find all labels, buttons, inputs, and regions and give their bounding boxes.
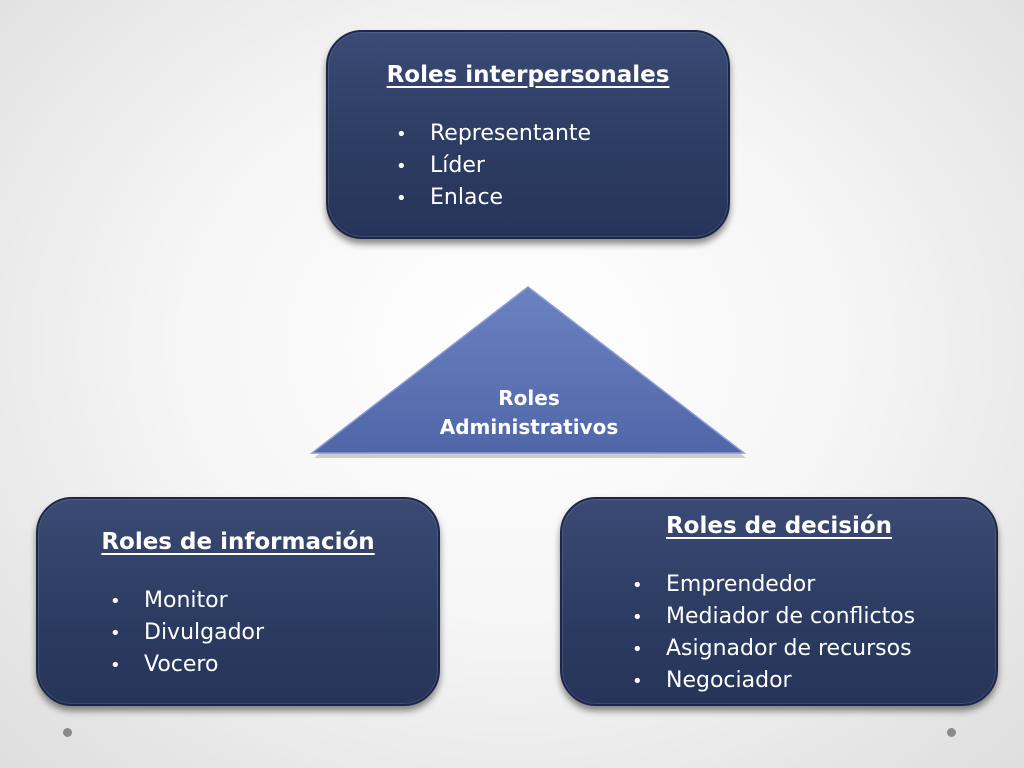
bullet-icon: • — [396, 124, 407, 145]
bullet-icon: • — [396, 156, 407, 177]
list-item: •Vocero — [110, 649, 438, 681]
information-roles-title: Roles de información — [101, 529, 375, 555]
list-item: •Monitor — [110, 585, 438, 617]
bullet-icon: • — [632, 671, 643, 692]
list-item: •Emprendedor — [632, 569, 996, 601]
bullet-icon: • — [110, 655, 121, 676]
decision-roles-box: Roles de decisión •Emprendedor •Mediador… — [560, 497, 998, 706]
administrative-roles-label: Roles Administrativos — [439, 386, 619, 439]
information-roles-list: •Monitor •Divulgador •Vocero — [38, 585, 438, 681]
list-item: •Enlace — [396, 182, 728, 214]
list-item: •Asignador de recursos — [632, 633, 996, 665]
bullet-icon: • — [632, 575, 643, 596]
list-item: •Representante — [396, 118, 728, 150]
list-item: •Negociador — [632, 665, 996, 697]
bullet-icon: • — [110, 623, 121, 644]
list-item: •Divulgador — [110, 617, 438, 649]
corner-dot-right — [947, 728, 956, 737]
list-item: •Líder — [396, 150, 728, 182]
list-item: •Mediador de conflictos — [632, 601, 996, 633]
administrative-roles-triangle — [309, 286, 747, 458]
bullet-icon: • — [632, 607, 643, 628]
decision-roles-list: •Emprendedor •Mediador de conflictos •As… — [562, 569, 996, 697]
bullet-icon: • — [632, 639, 643, 660]
bullet-icon: • — [396, 188, 407, 209]
decision-roles-title: Roles de decisión — [665, 513, 893, 539]
corner-dot-left — [63, 728, 72, 737]
information-roles-box: Roles de información •Monitor •Divulgado… — [36, 497, 440, 706]
interpersonal-roles-title: Roles interpersonales — [386, 62, 670, 88]
interpersonal-roles-box: Roles interpersonales •Representante •Lí… — [326, 30, 730, 239]
interpersonal-roles-list: •Representante •Líder •Enlace — [328, 118, 728, 214]
bullet-icon: • — [110, 591, 121, 612]
